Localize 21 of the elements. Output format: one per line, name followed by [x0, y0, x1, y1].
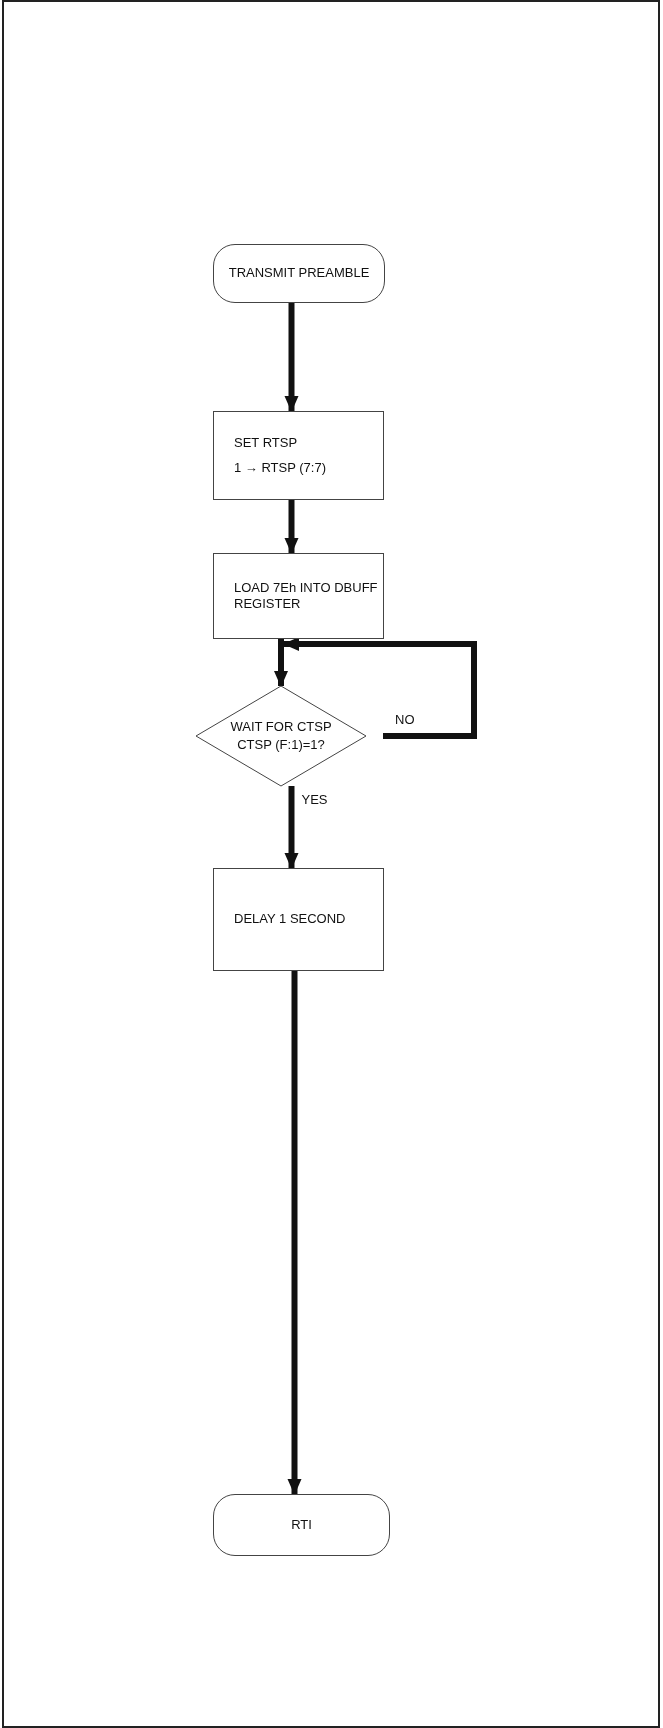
edge-label: YES — [299, 792, 330, 807]
arrow — [274, 639, 288, 687]
arrow — [283, 637, 477, 739]
arrow — [284, 303, 299, 412]
arrow — [284, 786, 299, 869]
node-text: SET RTSP — [234, 435, 298, 452]
node-text: WAIT FOR CTSP — [230, 718, 332, 735]
node-text: TRANSMIT PREAMBLE — [228, 265, 370, 282]
terminal-box — [213, 1494, 390, 1556]
arrow — [284, 500, 299, 554]
node-text: 1 → RTSP (7:7) — [234, 459, 326, 476]
process-box — [213, 553, 384, 639]
node-text: DELAY 1 SECOND — [234, 911, 346, 928]
node-text: RTI — [291, 1516, 312, 1534]
arrow — [287, 971, 302, 1495]
edge-label: NO — [393, 712, 417, 727]
process-box — [213, 411, 384, 500]
process-box — [213, 868, 384, 971]
node-text: LOAD 7Eh INTO DBUFF REGISTER — [234, 579, 379, 613]
terminal-box — [213, 244, 385, 303]
node-text: CTSP (F:1)=1? — [237, 737, 325, 754]
